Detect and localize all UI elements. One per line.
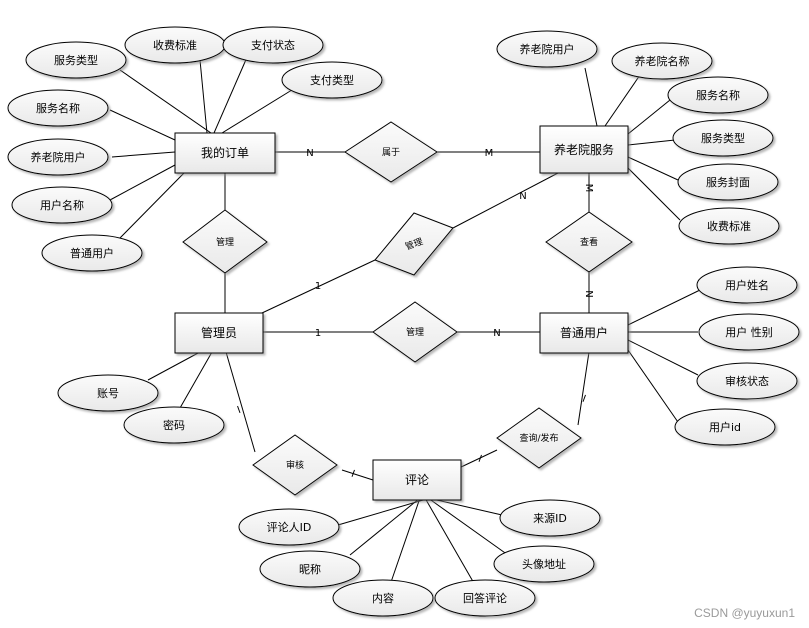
rel-view: [545, 211, 633, 273]
card-belongs-order: N: [306, 148, 313, 159]
card-review-admin: I: [236, 405, 243, 416]
attr-service-service-name-label: 服务名称: [696, 88, 740, 102]
attr-order-service-type-label: 服务类型: [54, 53, 98, 67]
entity-user: [539, 312, 629, 354]
entity-service: [539, 125, 629, 174]
attr-admin-account: [57, 374, 159, 412]
attr-order-normal-user: [41, 234, 143, 272]
attr-service-cover: [677, 163, 779, 201]
attr-user-id-label: 用户id: [709, 420, 741, 434]
attr-admin-password: [123, 406, 225, 444]
attr-order-pay-type-label: 支付类型: [310, 73, 354, 87]
attr-user-gender-label: 用户 性别: [725, 325, 773, 339]
card-view-service: M: [583, 184, 594, 193]
attr-order-pay-type: [281, 61, 383, 99]
attr-service-nursing-name-label: 养老院名称: [635, 54, 690, 68]
card-query-user: I: [581, 394, 588, 405]
card-belongs-service: M: [485, 148, 494, 159]
attr-comment-nickname-label: 昵称: [299, 562, 321, 576]
attr-admin-password-label: 密码: [163, 418, 185, 432]
entity-admin: [174, 312, 264, 354]
attr-order-fee-standard-label: 收费标准: [153, 38, 197, 52]
attr-user-name-label: 用户姓名: [725, 278, 769, 292]
attr-comment-content: [332, 579, 434, 617]
attr-order-normal-user-label: 普通用户: [70, 246, 114, 260]
attr-service-service-name: [667, 76, 769, 114]
attr-order-service-name-label: 服务名称: [36, 101, 80, 115]
attr-order-nursing-user: [7, 138, 109, 176]
rel-manage-order: [182, 209, 268, 274]
attr-service-nursing-user: [496, 30, 598, 68]
entity-admin-label: 管理员: [201, 325, 237, 340]
attr-order-pay-status-label: 支付状态: [251, 38, 295, 52]
attr-order-user-name-label: 用户名称: [40, 198, 84, 212]
attr-service-fee-standard: [678, 207, 780, 245]
attr-comment-content-label: 内容: [372, 591, 394, 605]
attr-user-id: [674, 408, 776, 446]
attr-service-nursing-name: [611, 42, 713, 80]
attr-order-service-name: [7, 89, 109, 127]
attr-comment-commenter-id: [238, 508, 340, 546]
entity-labels: 我的订单 养老院服务 管理员 普通用户 评论: [201, 142, 614, 487]
attr-order-pay-status: [222, 26, 324, 64]
attr-comment-source-id-label: 来源ID: [533, 511, 567, 525]
attr-comment-commenter-id-label: 评论人ID: [267, 520, 312, 534]
watermark: CSDN @yuyuxun1: [694, 606, 795, 620]
attr-user-gender: [698, 313, 800, 351]
attr-comment-reply: [434, 579, 536, 617]
entity-comment-label: 评论: [405, 473, 429, 487]
card-manage-user-admin: 1: [315, 328, 321, 339]
card-view-user: N: [583, 290, 594, 297]
entity-service-label: 养老院服务: [554, 142, 614, 157]
attr-service-service-type-label: 服务类型: [701, 131, 745, 145]
rel-review-label: 审核: [286, 459, 304, 471]
card-query-comment: I: [477, 454, 484, 465]
entity-comment: [372, 459, 462, 501]
attr-user-audit-status: [696, 362, 798, 400]
attr-comment-avatar-label: 头像地址: [522, 557, 566, 571]
rel-belongs: [344, 121, 438, 183]
rel-view-label: 查看: [580, 236, 598, 248]
attr-user-name: [696, 266, 798, 304]
attr-service-cover-label: 服务封面: [706, 175, 750, 189]
attr-comment-reply-label: 回答评论: [463, 591, 507, 605]
attr-service-fee-standard-label: 收费标准: [707, 219, 751, 233]
rel-query-publish-label: 查询/发布: [519, 432, 558, 444]
card-review-comment: I: [350, 469, 357, 480]
attr-comment-nickname: [259, 550, 361, 588]
card-manage-service-service: N: [519, 191, 526, 202]
attr-order-service-type: [25, 41, 127, 79]
attr-user-audit-status-label: 审核状态: [725, 374, 769, 388]
entity-user-label: 普通用户: [560, 325, 608, 340]
attr-service-service-type: [672, 119, 774, 157]
card-manage-service-admin: 1: [315, 281, 321, 292]
attr-comment-avatar: [493, 545, 595, 583]
rel-manage-service: [374, 212, 454, 276]
card-manage-user-user: N: [493, 328, 500, 339]
entity-order: [174, 132, 276, 174]
attr-order-user-name: [11, 186, 113, 224]
cardinality-labels: N M 1 N M N 1 N I I I I: [236, 148, 594, 480]
entity-boxes: [174, 125, 629, 501]
rel-review: [252, 434, 338, 496]
attr-service-nursing-user-label: 养老院用户: [520, 42, 575, 56]
rel-manage-user-label: 管理: [406, 326, 424, 338]
attr-order-nursing-user-label: 养老院用户: [31, 150, 86, 164]
rel-manage-order-label: 管理: [216, 236, 234, 248]
connector-lines: [109, 54, 701, 586]
attr-comment-source-id: [499, 499, 601, 537]
relationship-diamonds: [182, 121, 633, 496]
attr-admin-account-label: 账号: [97, 387, 119, 400]
rel-query-publish: [496, 407, 582, 469]
attribute-labels: 服务类型 收费标准 支付状态 支付类型 服务名称 养老院用户 用户名称 普通用户…: [31, 38, 773, 605]
attribute-ellipses: [7, 26, 800, 617]
relationship-labels: 属于 管理 管理 查看 管理 查询/发布 审核: [216, 147, 598, 471]
rel-manage-user: [372, 301, 458, 363]
rel-belongs-label: 属于: [382, 147, 400, 158]
entity-order-label: 我的订单: [201, 145, 249, 160]
